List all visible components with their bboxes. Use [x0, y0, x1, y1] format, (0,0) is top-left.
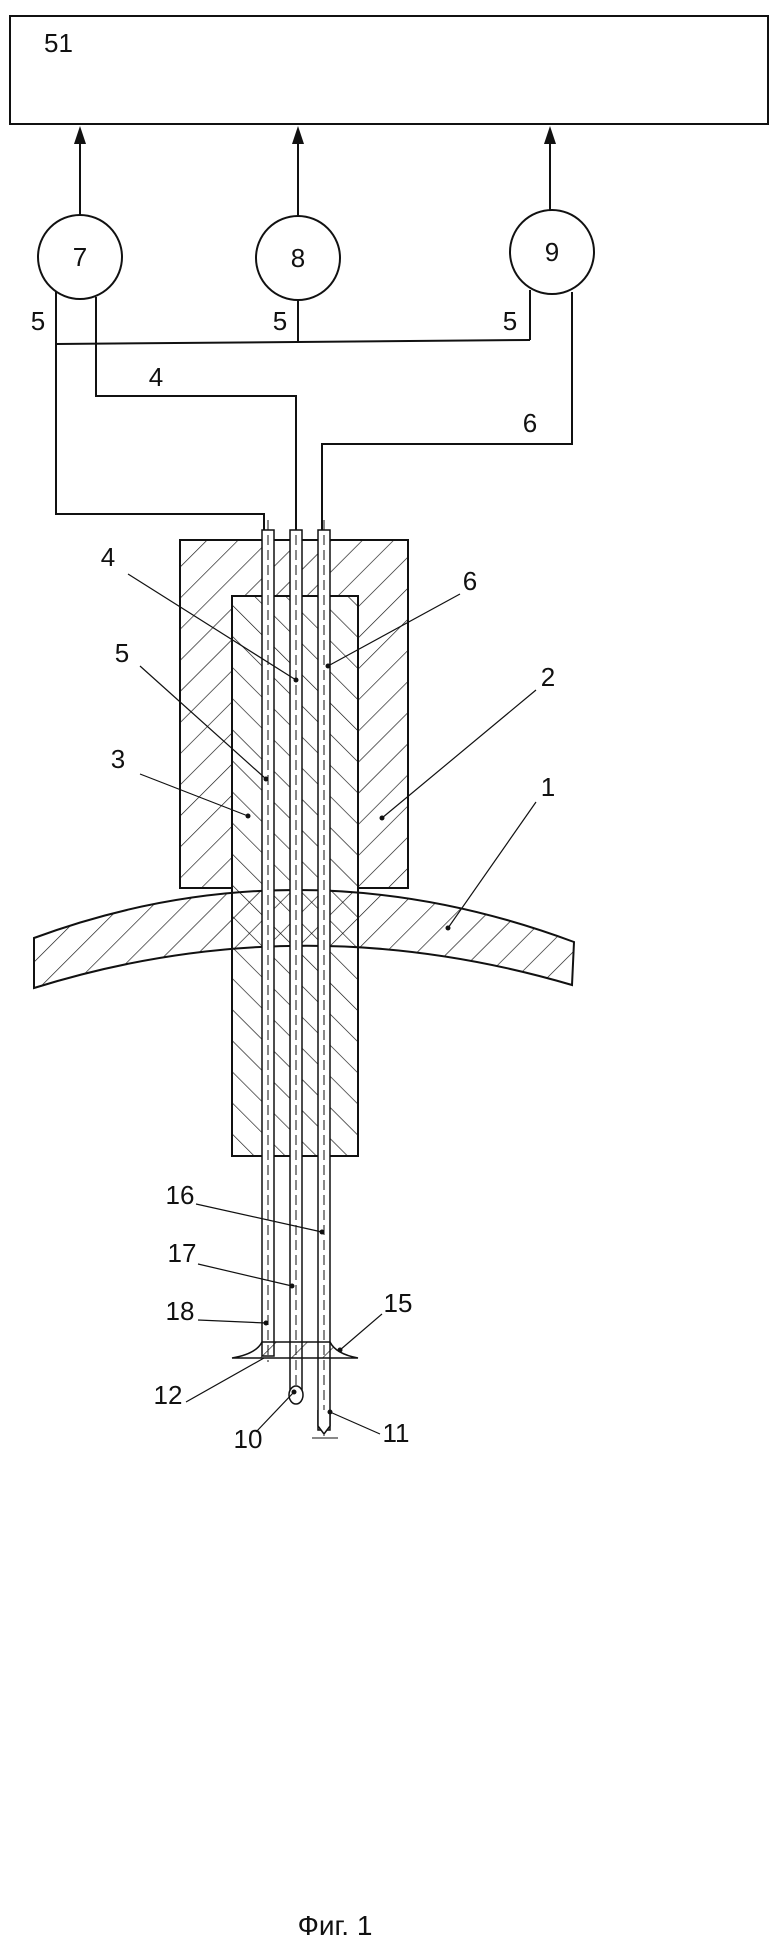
callout-11: 11	[383, 1418, 410, 1448]
wire-4-label: 4	[149, 362, 163, 392]
callout-15: 15	[384, 1288, 413, 1318]
figure-caption: Фиг. 1	[298, 1910, 373, 1941]
arrowhead-7	[74, 126, 86, 144]
wire-5-label-right: 5	[503, 306, 517, 336]
callout-2: 2	[541, 662, 555, 692]
callout-3: 3	[111, 744, 125, 774]
processing-unit-label: 51	[44, 28, 73, 58]
wire-5	[56, 290, 530, 530]
arrowhead-9	[544, 126, 556, 144]
callout-6: 6	[463, 566, 477, 596]
callout-10: 10	[234, 1424, 263, 1454]
processing-unit-box	[10, 16, 768, 124]
callout-1: 1	[541, 772, 555, 802]
wire-5-label-left: 5	[31, 306, 45, 336]
sensor-8-label: 8	[291, 243, 305, 273]
sensor-7-label: 7	[73, 242, 87, 272]
callout-17: 17	[168, 1238, 197, 1268]
wire-6-label: 6	[523, 408, 537, 438]
callout-4: 4	[101, 542, 115, 572]
callout-12: 12	[154, 1380, 183, 1410]
wire-5-label-mid: 5	[273, 306, 287, 336]
wire-4	[96, 297, 296, 530]
arrowhead-8	[292, 126, 304, 144]
callout-5: 5	[115, 638, 129, 668]
callout-18: 18	[166, 1296, 195, 1326]
sensor-9-label: 9	[545, 237, 559, 267]
callout-16: 16	[166, 1180, 195, 1210]
